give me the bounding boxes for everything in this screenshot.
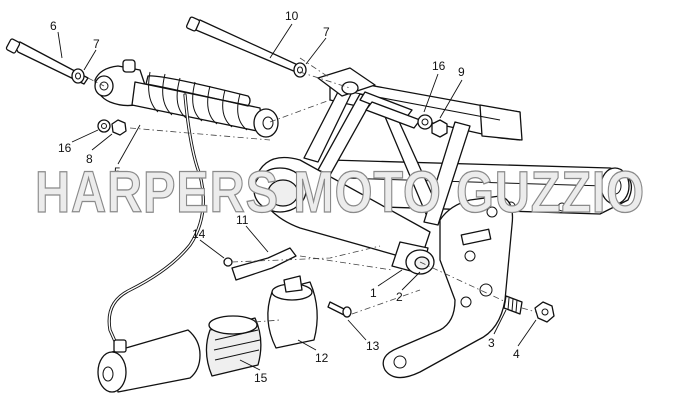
part-label-7: 7 [323,25,330,39]
part-label-5: 5 [114,165,121,179]
part-label-16: 16 [58,141,72,155]
part-label-4: 4 [513,347,520,361]
gas-reservoir [97,329,201,393]
part-label-16: 16 [432,59,446,73]
watermark-text: HARPERS MOTO GUZZIO [35,160,645,225]
hose-bracket [231,247,297,281]
part-label-1: 1 [370,286,377,300]
part-labels: 6 7 10 7 16 8 5 16 9 11 14 1 2 3 4 13 12… [50,9,520,385]
shock-absorber [94,59,279,138]
caliper-bracket-plate [382,195,514,379]
part-label-7: 7 [93,37,100,51]
part-label-9: 9 [458,65,465,79]
part-label-13: 13 [366,339,380,353]
part-label-3: 3 [488,336,495,350]
part-label-12: 12 [315,351,329,365]
part-label-11: 11 [236,213,249,227]
part-label-2: 2 [396,290,403,304]
reservoir-hose [107,93,205,350]
leader-lines [57,23,537,371]
part-label-14: 14 [192,227,206,241]
part-label-10: 10 [285,9,299,23]
part-label-15: 15 [254,371,268,385]
part-label-8: 8 [86,152,93,166]
part-label-6: 6 [50,19,57,33]
alignment-lines [87,57,537,323]
rubber-sleeve [205,315,262,377]
reservoir-clamp [267,275,318,349]
shock-spring [145,71,251,131]
hardware [5,16,555,323]
